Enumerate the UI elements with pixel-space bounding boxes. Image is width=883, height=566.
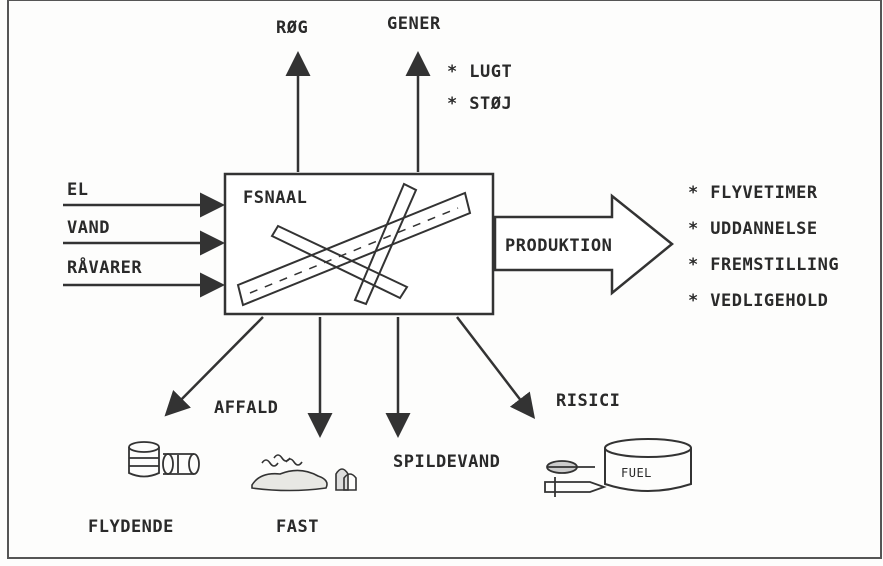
bullet-icon: * xyxy=(447,94,457,114)
nuisance-list: * LUGT * STØJ xyxy=(447,62,512,114)
bullet-icon: * xyxy=(688,183,698,203)
input-label-vand: VAND xyxy=(67,218,110,238)
bullet-icon: * xyxy=(688,255,698,275)
smoke-label: RØG xyxy=(276,18,308,38)
waste-label: AFFALD xyxy=(214,398,278,418)
box-label: FSNAAL xyxy=(243,188,307,208)
solid-label: FAST xyxy=(276,517,319,537)
wastewater-label: SPILDEVAND xyxy=(393,452,500,472)
nuisance-item: * LUGT xyxy=(447,62,512,82)
input-label-el: EL xyxy=(67,180,88,200)
input-label-raavarer: RÅVARER xyxy=(67,258,142,278)
bullet-icon: * xyxy=(688,219,698,239)
nuisance-label: GENER xyxy=(387,14,441,34)
fuel-tank-icon xyxy=(605,439,691,491)
waste-pile-icon xyxy=(252,455,356,491)
production-item: * FLYVETIMER xyxy=(688,183,839,219)
risks-arrow xyxy=(457,317,532,415)
production-item: * VEDLIGEHOLD xyxy=(688,291,839,327)
barrels-icon xyxy=(129,442,199,477)
risks-label: RISICI xyxy=(556,391,620,411)
nuisance-item: * STØJ xyxy=(447,94,512,114)
bullet-icon: * xyxy=(688,291,698,311)
liquid-label: FLYDENDE xyxy=(88,517,174,537)
fuel-tank-label: FUEL xyxy=(621,466,652,480)
missiles-icon xyxy=(545,461,604,497)
production-item: * FREMSTILLING xyxy=(688,255,839,291)
production-item: * UDDANNELSE xyxy=(688,219,839,255)
bullet-icon: * xyxy=(447,62,457,82)
production-label: PRODUKTION xyxy=(505,236,612,256)
production-list: * FLYVETIMER * UDDANNELSE * FREMSTILLING… xyxy=(688,183,839,327)
